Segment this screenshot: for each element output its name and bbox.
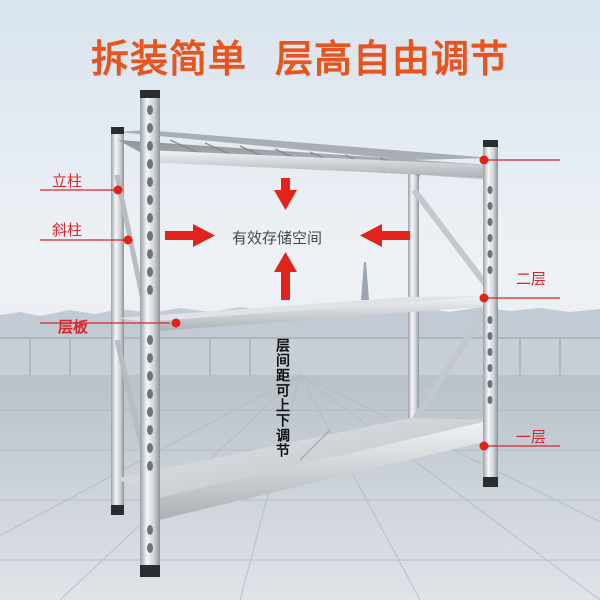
top-shelf-top: [118, 130, 492, 160]
headline-part1: 拆装简单: [90, 37, 247, 81]
label-second-tier: 二层: [516, 270, 547, 288]
middle-front-beam: [145, 296, 492, 332]
front-left-post: [140, 93, 160, 575]
back-left-post: [111, 130, 124, 510]
label-storage-space: 有效存储空间: [232, 229, 323, 247]
callout-lines: [40, 159, 560, 447]
label-first-tier: 一层: [516, 428, 547, 446]
label-brace: 斜柱: [52, 221, 83, 239]
front-right-post: [483, 143, 498, 483]
parapet: [0, 338, 600, 378]
tower-silhouette: [361, 262, 369, 300]
label-shelf-board: 层板: [58, 318, 89, 336]
middle-shelf-top: [118, 296, 492, 322]
label-upright: 立柱: [52, 172, 83, 190]
headline: 拆装简单层高自由调节: [0, 28, 600, 83]
storage-arrows: [165, 178, 410, 300]
bottom-front-beam: [150, 420, 492, 522]
bottom-shelf-top: [118, 418, 492, 500]
label-adjustable-spacing: 层间距可上下调节: [274, 338, 290, 458]
post-holes-left: [147, 105, 153, 553]
top-front-beam: [145, 150, 492, 178]
callout-dots: [113, 155, 489, 451]
headline-part2: 层高自由调节: [275, 37, 510, 81]
right-braces: [411, 188, 493, 422]
post-holes-right: [487, 186, 493, 404]
